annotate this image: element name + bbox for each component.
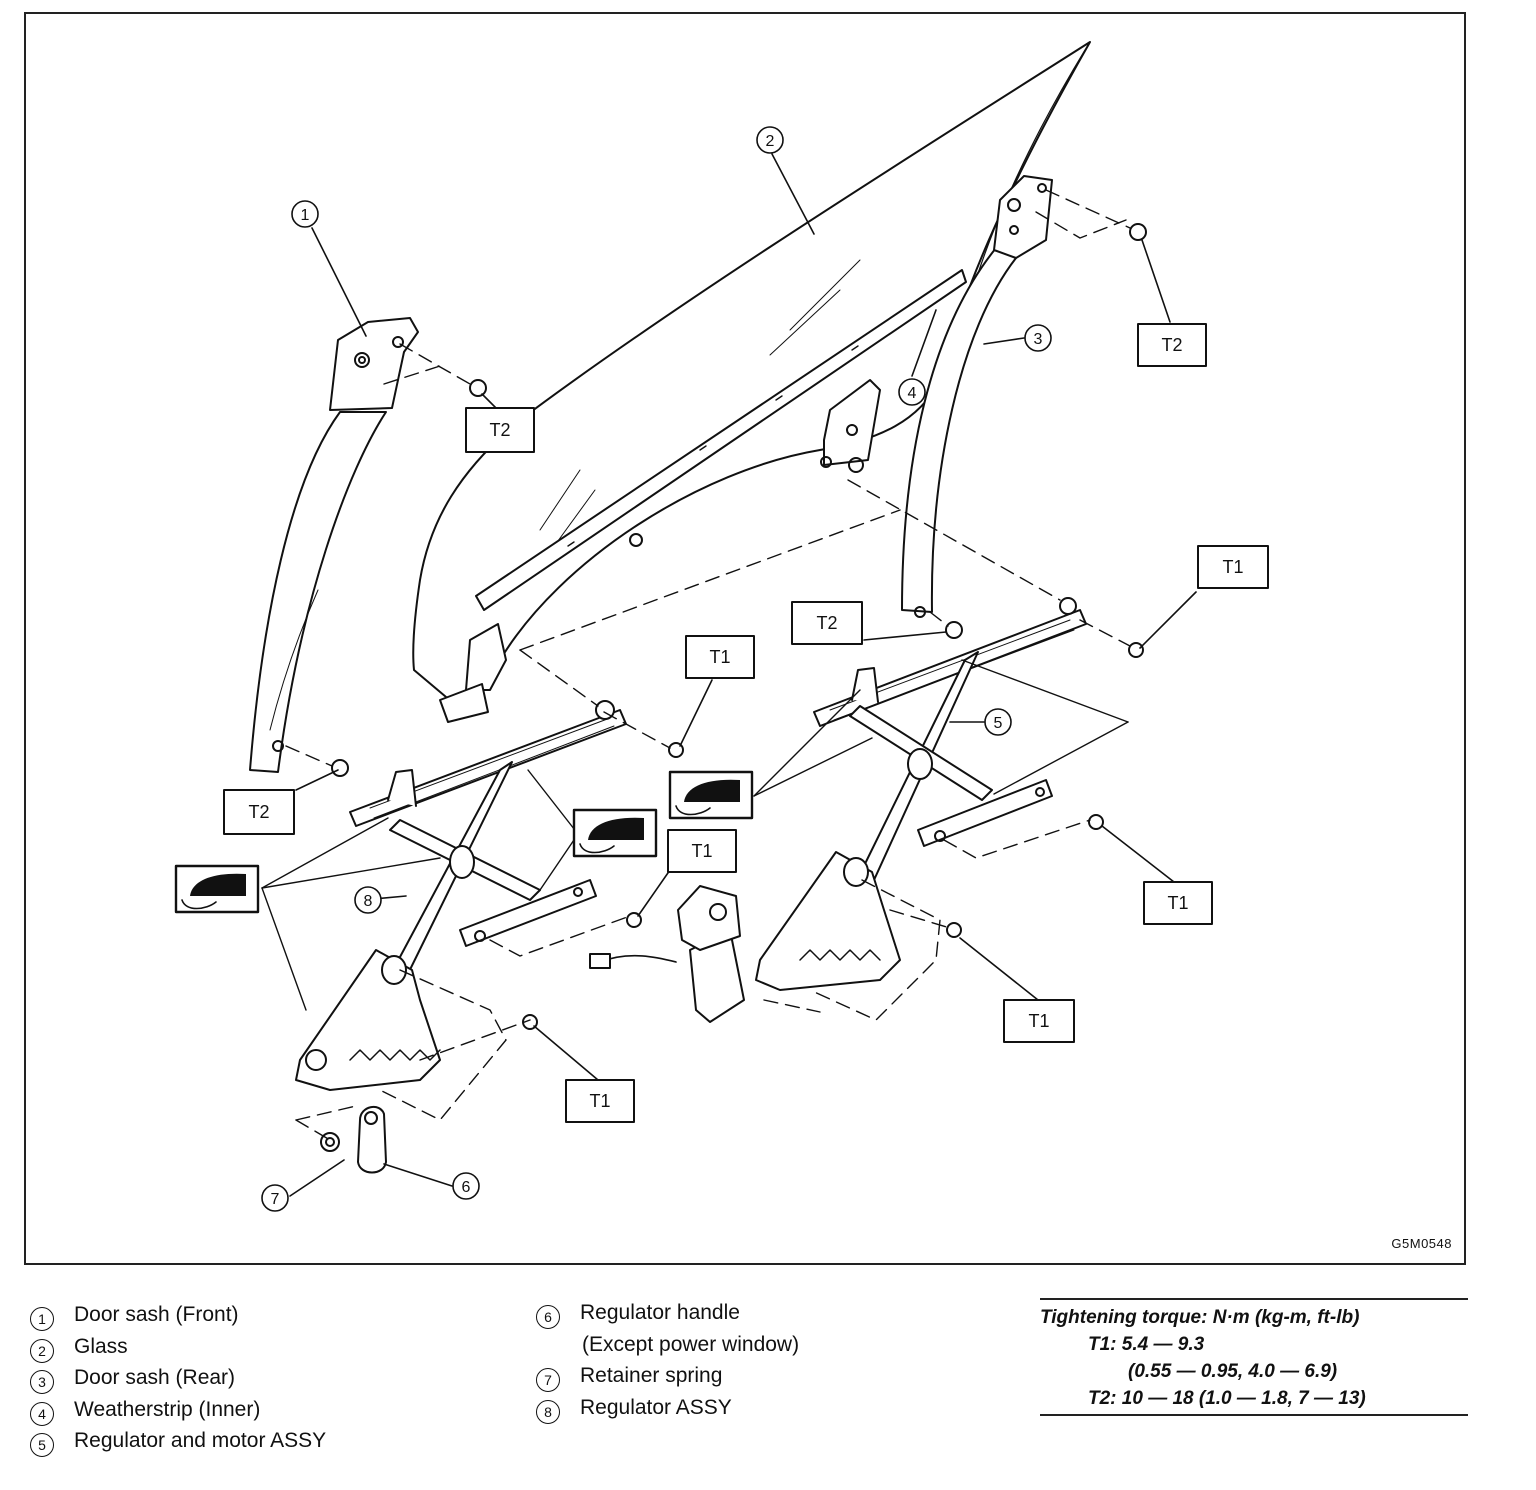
grease-symbol <box>572 808 658 858</box>
callout-circles <box>261 126 1052 1212</box>
legend-number: 5 <box>30 1433 54 1457</box>
torque-tag: T2 <box>816 613 837 633</box>
callout-8: 8 <box>364 893 373 910</box>
callout-1: 1 <box>301 207 310 224</box>
legend-left: 1 Door sash (Front) 2 Glass 3 Door sash (Re… <box>30 1299 326 1457</box>
legend-text: Retainer spring <box>580 1364 723 1387</box>
legend-text: Door sash (Front) <box>74 1303 239 1326</box>
torque-tag: T1 <box>589 1091 610 1111</box>
torque-tag-boxes <box>223 323 1269 1123</box>
torque-tag: T1 <box>1222 557 1243 577</box>
legend-number: 3 <box>30 1370 54 1394</box>
legend-item: 8 Regulator ASSY <box>536 1392 799 1424</box>
torque-tag-labels: T2 T2 T1 T2 T1 T2 T1 T1 T1 T1 <box>248 335 1243 1111</box>
legend-number: 4 <box>30 1401 54 1426</box>
legend-item: 2 Glass <box>30 1331 326 1363</box>
torque-tag: T2 <box>489 420 510 440</box>
legend-number: 8 <box>536 1399 560 1424</box>
figure-code: G5M0548 <box>1391 1236 1452 1251</box>
torque-title: Tightening torque: N·m (kg-m, ft-lb) <box>1040 1307 1360 1328</box>
torque-t2: T2: 10 — 18 (1.0 — 1.8, 7 — 13) <box>1088 1388 1366 1409</box>
legend-number: 1 <box>30 1307 54 1331</box>
legend-item-continued: (Except power window) <box>536 1329 799 1361</box>
callout-3: 3 <box>1034 331 1043 348</box>
fasteners <box>331 223 1147 1030</box>
torque-tag: T1 <box>691 841 712 861</box>
callout-4: 4 <box>908 385 917 402</box>
legend-item: 7 Retainer spring <box>536 1360 799 1392</box>
tightening-torque-box: Tightening torque: N·m (kg-m, ft-lb) T1:… <box>1040 1298 1468 1416</box>
legend-text: Door sash (Rear) <box>74 1366 236 1389</box>
legend-item: 4 Weatherstrip (Inner) <box>30 1394 326 1426</box>
callout-leaders <box>289 153 1197 1197</box>
diagram-frame <box>24 12 1466 1265</box>
callout-numbers: 1 2 3 4 5 6 7 8 <box>271 133 1043 1208</box>
torque-tag: T1 <box>1028 1011 1049 1031</box>
regulator-handle <box>320 1105 387 1174</box>
door-sash-rear <box>901 175 1053 618</box>
torque-t1: T1: 5.4 — 9.3 <box>1088 1334 1205 1355</box>
legend-item: 5 Regulator and motor ASSY <box>30 1425 326 1457</box>
legend-item: 1 Door sash (Front) <box>30 1299 326 1331</box>
legend-text: (Except power window) <box>582 1332 800 1356</box>
legend-text: Glass <box>74 1334 128 1358</box>
legend-text: Regulator and motor ASSY <box>74 1429 327 1452</box>
legend-item: 6 Regulator handle <box>536 1297 799 1329</box>
legend-number: 6 <box>536 1305 560 1329</box>
callout-6: 6 <box>462 1179 471 1196</box>
regulator-assy-manual <box>295 700 627 1091</box>
torque-tag: T1 <box>1167 893 1188 913</box>
callout-2: 2 <box>766 133 775 150</box>
grease-symbol <box>174 864 260 914</box>
legend-text: Regulator ASSY <box>580 1395 732 1419</box>
torque-tag: T2 <box>248 802 269 822</box>
torque-tag: T1 <box>709 647 730 667</box>
legend-text: Weatherstrip (Inner) <box>74 1397 261 1421</box>
callout-7: 7 <box>271 1191 280 1208</box>
regulator-and-motor-assy <box>589 597 1087 1023</box>
legend-item: 3 Door sash (Rear) <box>30 1362 326 1394</box>
grease-symbol <box>668 770 754 820</box>
legend-number: 2 <box>30 1338 54 1363</box>
legend-text: Regulator handle <box>580 1301 740 1324</box>
torque-tag: T2 <box>1161 335 1182 355</box>
callout-5: 5 <box>994 715 1003 732</box>
grease-leaders <box>261 659 1129 1011</box>
alignment-lines <box>285 189 1131 1141</box>
door-sash-front <box>249 317 419 773</box>
legend-number: 7 <box>536 1368 560 1392</box>
window-glass <box>412 41 1091 723</box>
torque-t1-conversion: (0.55 — 0.95, 4.0 — 6.9) <box>1128 1361 1338 1382</box>
